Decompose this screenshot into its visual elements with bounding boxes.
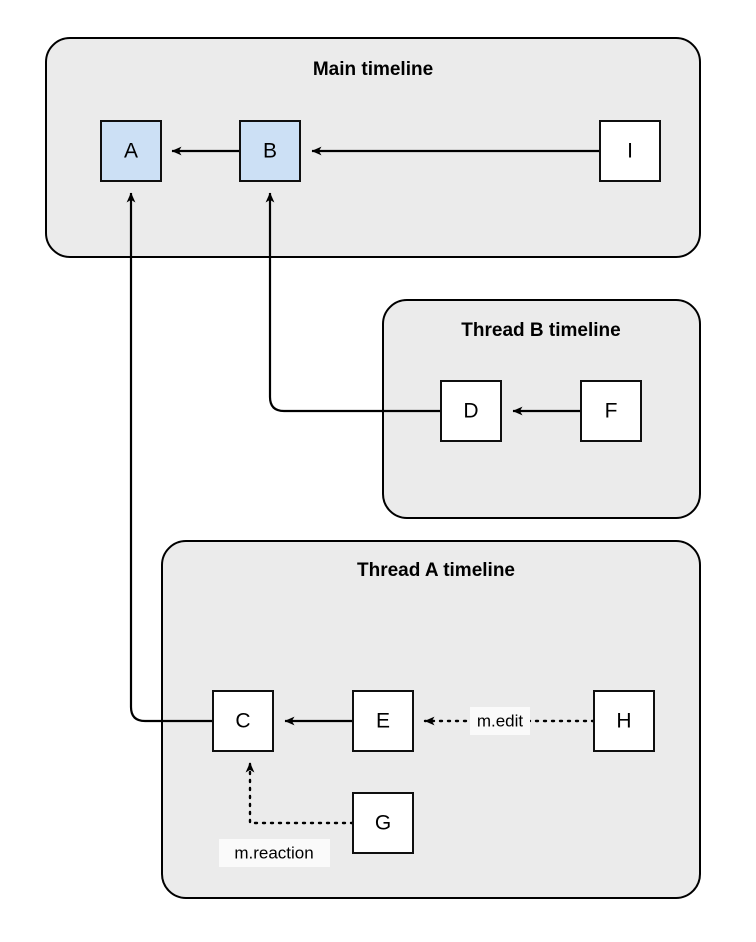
group-thread-b-timeline-title: Thread B timeline: [461, 320, 620, 341]
node-i-label: I: [627, 140, 633, 163]
node-e[interactable]: E: [352, 690, 414, 752]
edge-d-to-b: [265, 192, 441, 413]
node-b-box[interactable]: [239, 120, 301, 182]
node-g-label: G: [375, 812, 391, 835]
node-a-label: A: [124, 140, 138, 163]
node-g-box[interactable]: [352, 792, 414, 854]
edge-label-m-edit-text: m.edit: [477, 711, 524, 730]
node-e-label: E: [376, 710, 390, 733]
node-h-box[interactable]: [593, 690, 655, 752]
edge-label-m-reaction-bg: [219, 839, 330, 867]
node-f-label: F: [605, 400, 618, 423]
node-a[interactable]: A: [100, 120, 162, 182]
edge-g-to-c: [245, 761, 355, 825]
node-h[interactable]: H: [593, 690, 655, 752]
group-thread-a-timeline-title: Thread A timeline: [357, 560, 515, 581]
node-d-box[interactable]: [440, 380, 502, 442]
node-g[interactable]: G: [352, 792, 414, 854]
edge-label-m-edit-bg: [470, 707, 530, 735]
node-d[interactable]: D: [440, 380, 502, 442]
node-a-box[interactable]: [100, 120, 162, 182]
node-c[interactable]: C: [212, 690, 274, 752]
group-thread-b-timeline: Thread B timeline: [382, 299, 701, 519]
edge-c-to-a: [126, 192, 213, 723]
node-e-box[interactable]: [352, 690, 414, 752]
node-i[interactable]: I: [599, 120, 661, 182]
node-h-label: H: [616, 710, 631, 733]
node-c-box[interactable]: [212, 690, 274, 752]
group-thread-b-timeline-box: [382, 299, 701, 519]
edge-label-m-edit: m.edit: [470, 707, 530, 735]
group-main-timeline-box: [45, 37, 701, 258]
node-c-label: C: [235, 710, 250, 733]
group-main-timeline-title: Main timeline: [313, 59, 433, 80]
node-d-label: D: [463, 400, 478, 423]
group-main-timeline: Main timeline: [45, 37, 701, 258]
node-f[interactable]: F: [580, 380, 642, 442]
node-b[interactable]: B: [239, 120, 301, 182]
node-i-box[interactable]: [599, 120, 661, 182]
edge-label-m-reaction: m.reaction: [219, 839, 330, 867]
edge-label-m-reaction-text: m.reaction: [234, 843, 313, 862]
node-b-label: B: [263, 140, 277, 163]
node-f-box[interactable]: [580, 380, 642, 442]
